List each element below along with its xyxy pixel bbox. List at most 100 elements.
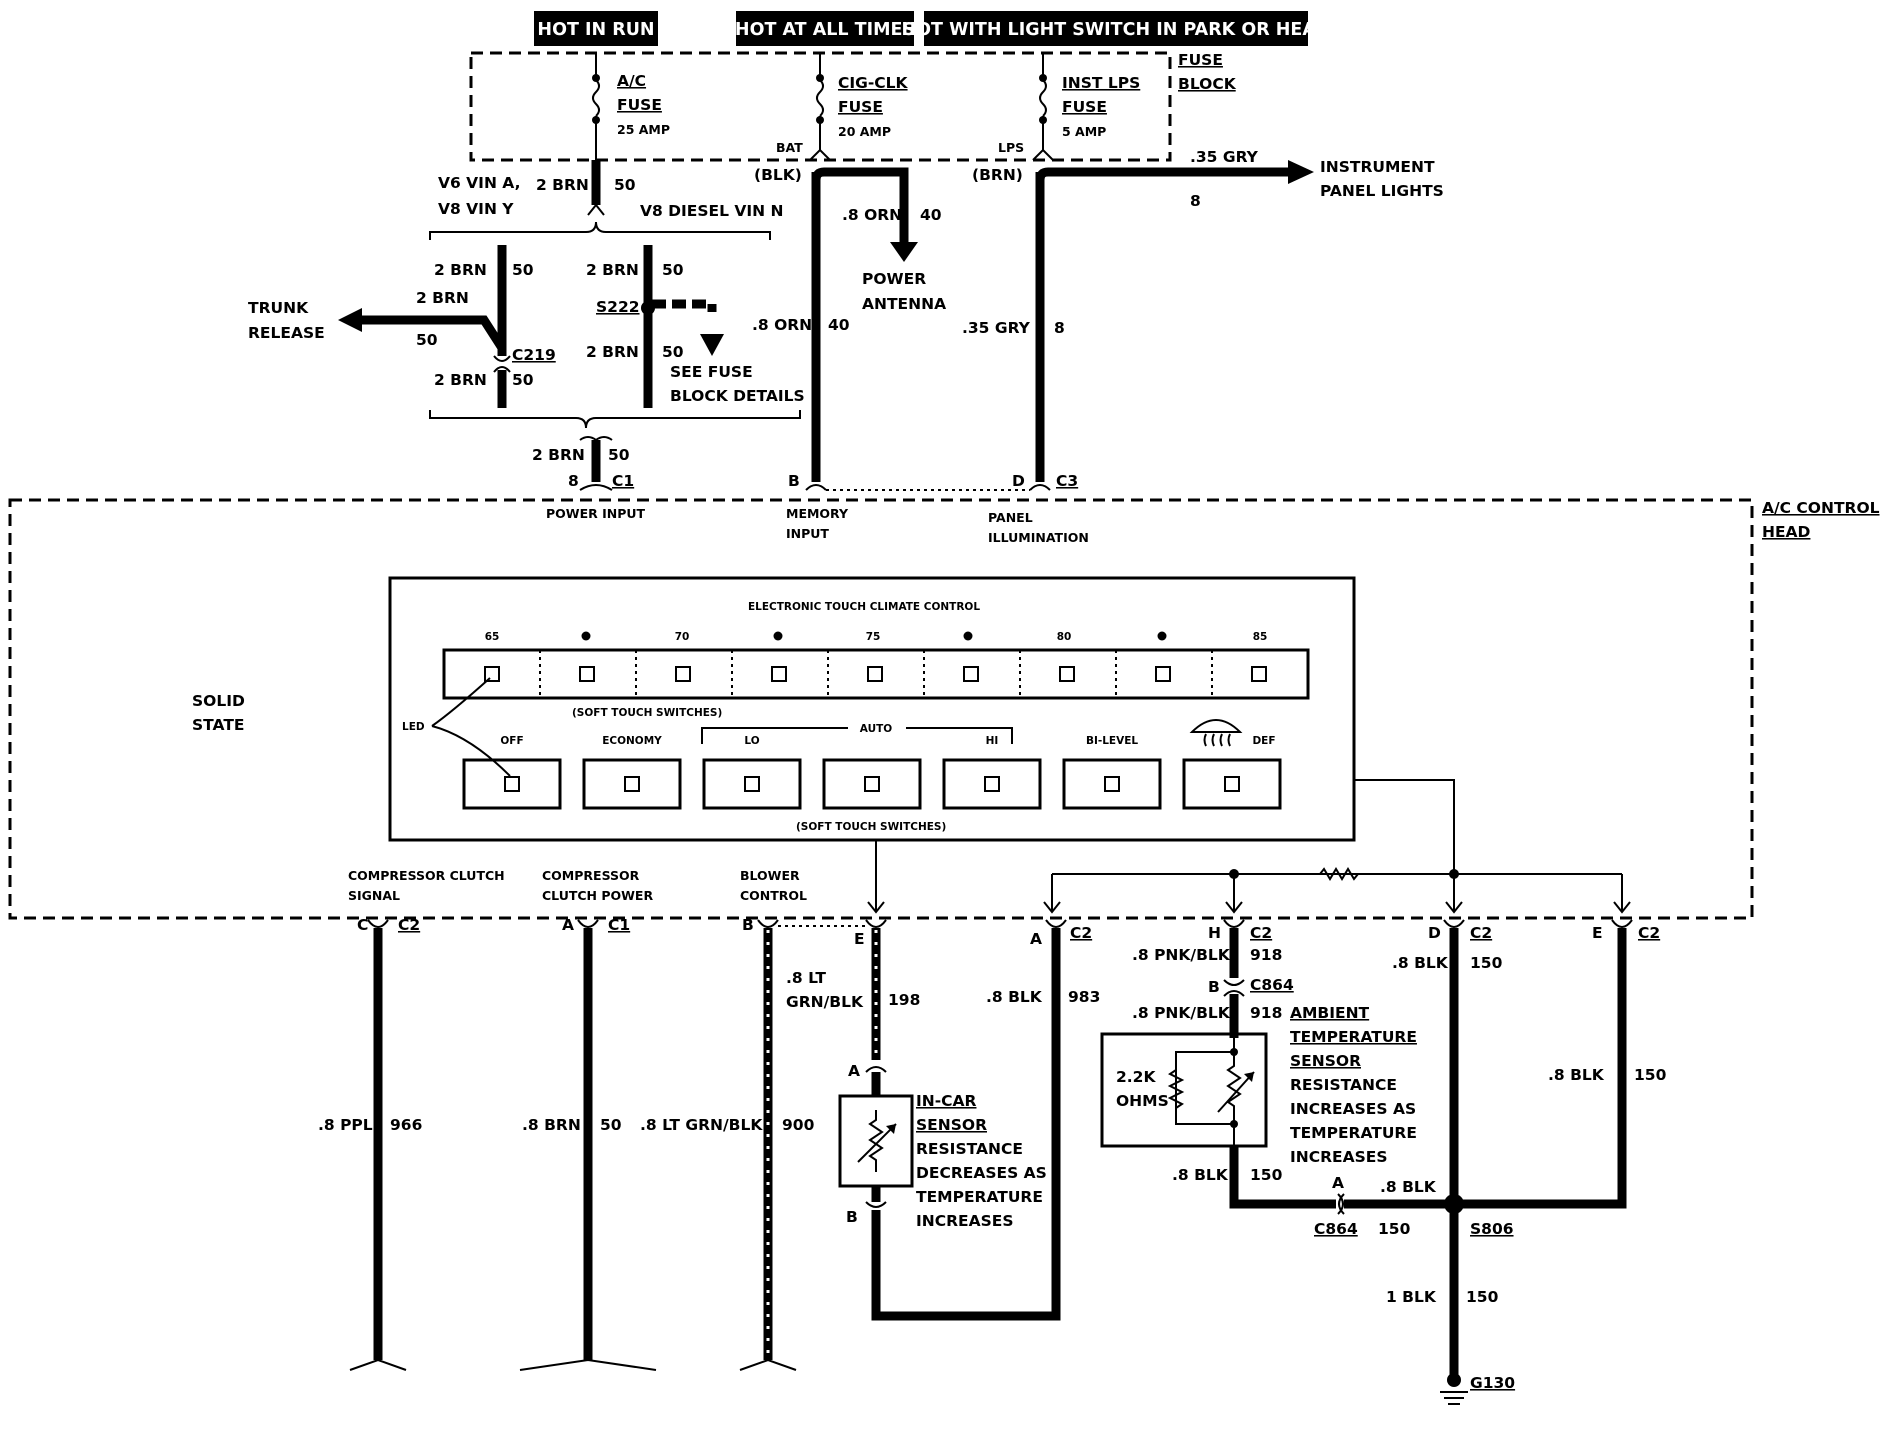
ambient-c864-pin: B [1208,978,1220,996]
power-input-conn: C1 [612,472,634,490]
temp-switch-80[interactable] [1059,666,1075,682]
temp-dot-1 [581,631,591,641]
mode-button-def[interactable] [1182,758,1282,810]
fuse-block: FUSE BLOCK A/C FUSE 25 AMP CIG-CLK FUSE … [469,51,1237,184]
engine-v8-label: V8 VIN Y [438,200,514,218]
header-hot-in-run: HOT IN RUN [534,11,658,46]
right-branch-wire: 2 BRN [586,261,639,279]
output-blower-control: BLOWER CONTROL B .8 LT GRN/BLK 900 [640,868,866,1371]
temp-switch-72[interactable] [771,666,787,682]
incar-desc-2: DECREASES AS [916,1164,1047,1182]
panel-illumination-label-1: PANEL [988,510,1033,525]
instrument-lights-arrow [1288,160,1314,184]
ambient-wire-bot: .8 BLK [1172,1166,1229,1184]
temp-switch-77[interactable] [963,666,979,682]
trunk-release-wire [360,315,506,351]
lps-wire-color: (BRN) [972,166,1023,184]
header-hot-with-light-switch-label: HOT WITH LIGHT SWITCH IN PARK OR HEAD [902,20,1331,40]
incar-sensor-box [838,1094,914,1188]
output-compressor-clutch-power: COMPRESSOR CLUTCH POWER A C1 .8 BRN 50 [519,868,657,1371]
mode-button-economy[interactable] [582,758,682,810]
below-c219-wire: 2 BRN [434,371,487,389]
temp-switch-67[interactable] [579,666,595,682]
ambient-desc-1: RESISTANCE [1290,1076,1397,1094]
ambient-title-1: AMBIENT [1290,1004,1370,1022]
clutch-power-label-1: COMPRESSOR [542,868,640,883]
panel-lights-wire: .35 GRY [1190,148,1259,166]
ground-e-conn: C2 [1638,924,1660,942]
touch-climate-panel: ELECTRONIC TOUCH CLIMATE CONTROL 65 70 7… [388,576,1356,842]
engine-v6-label: V6 VIN A, [438,174,520,192]
clutch-power-conn: C1 [608,916,630,934]
header-hot-at-all-times: HOT AT ALL TIMES [735,11,915,46]
blower-pin: B [742,916,754,934]
splice-s806: S806 [1470,1220,1514,1238]
panel-title: ELECTRONIC TOUCH CLIMATE CONTROL [748,601,980,613]
mode-switch-lo [744,776,760,792]
temp-switch-85[interactable] [1251,666,1267,682]
incar-pin-b: B [846,1208,858,1226]
ambient-circ-top: 918 [1250,946,1282,964]
ground-e-pin: E [1592,924,1603,942]
solid-state-label-1: SOLID [192,692,245,710]
ambient-c864b-circ: 150 [1378,1220,1411,1238]
antenna-label-2: ANTENNA [862,295,946,313]
incar-wire-1: .8 LT [786,969,826,987]
right-branch-circ: 50 [662,261,684,279]
temp-switch-70[interactable] [675,666,691,682]
incar-return-pin: A [1030,930,1042,948]
blower-wire: .8 LT GRN/BLK [640,1116,763,1134]
fuse-inst-lps: INST LPS FUSE 5 AMP LPS [998,53,1140,161]
power-input-wire: 2 BRN [532,446,585,464]
power-input-circ: 50 [608,446,630,464]
mode-button-auto[interactable] [822,758,922,810]
wire-2brn-top: 2 BRN [536,176,589,194]
power-input-label: POWER INPUT [546,506,646,521]
blower-label-2: CONTROL [740,888,807,903]
led-label: LED [402,721,425,733]
memory-circuit-40: .8 ORN 40 POWER ANTENNA .8 ORN 40 B MEMO… [752,167,1030,541]
trunk-release-arrow [338,308,362,332]
mode-switch-bi-level [1104,776,1120,792]
below-c219-circ: 50 [512,371,534,389]
internal-node-d [1449,869,1459,879]
ambient-sensor-box [1100,1032,1268,1148]
ambient-conn: C2 [1250,924,1272,942]
mode-label-economy: ECONOMY [602,735,662,747]
solid-state-label-2: STATE [192,716,245,734]
header-hot-in-run-label: HOT IN RUN [537,20,654,40]
mode-button-bi-level[interactable] [1062,758,1162,810]
incar-return-conn: C2 [1070,924,1092,942]
ambient-wire-top: .8 PNK/BLK [1132,946,1231,964]
memory-input-label-2: INPUT [786,526,829,541]
incar-thermistor-icon [857,1110,897,1172]
clutch-signal-circ: 966 [390,1116,422,1134]
fuse-inst-lps-bottom-dot [1039,116,1047,124]
ground-e-wire: .8 BLK [1548,1066,1605,1084]
ambient-c864b-wire: .8 BLK [1380,1178,1437,1196]
fuse-inst-lps-type: FUSE [1062,98,1107,116]
clutch-signal-wire: .8 PPL [318,1116,373,1134]
temp-label-65: 65 [485,631,500,643]
fuse-ac: A/C FUSE 25 AMP [592,53,670,160]
fuse-block-label-2: BLOCK [1178,75,1237,93]
temp-switch-82[interactable] [1155,666,1171,682]
ground-g130: G130 [1470,1374,1515,1392]
mode-button-hi[interactable] [942,758,1042,810]
mode-label-def: DEF [1252,735,1275,747]
ambient-sensor-circuit: H C2 .8 PNK/BLK 918 B C864 .8 PNK/BLK 91… [1100,919,1437,1238]
temp-switch-65[interactable] [484,666,500,682]
temp-switch-75[interactable] [867,666,883,682]
fuse-inst-lps-name: INST LPS [1062,74,1140,92]
ambient-desc-3: TEMPERATURE [1290,1124,1417,1142]
fuse-cig-clk-name: CIG-CLK [838,74,909,92]
mode-button-lo[interactable] [702,758,802,810]
in-car-sensor-circuit: E .8 LT GRN/BLK 198 A B A C2 .8 BLK 983 … [786,919,1100,1321]
illumination-pin: D [1012,472,1025,490]
mode-button-off[interactable] [462,758,562,810]
ambient-title-2: TEMPERATURE [1290,1028,1417,1046]
mode-switch-def [1224,776,1240,792]
splice-s222: S222 [596,298,640,316]
header-hot-with-light-switch: HOT WITH LIGHT SWITCH IN PARK OR HEAD [902,11,1331,46]
fuse-bat-terminal: BAT [776,140,803,155]
